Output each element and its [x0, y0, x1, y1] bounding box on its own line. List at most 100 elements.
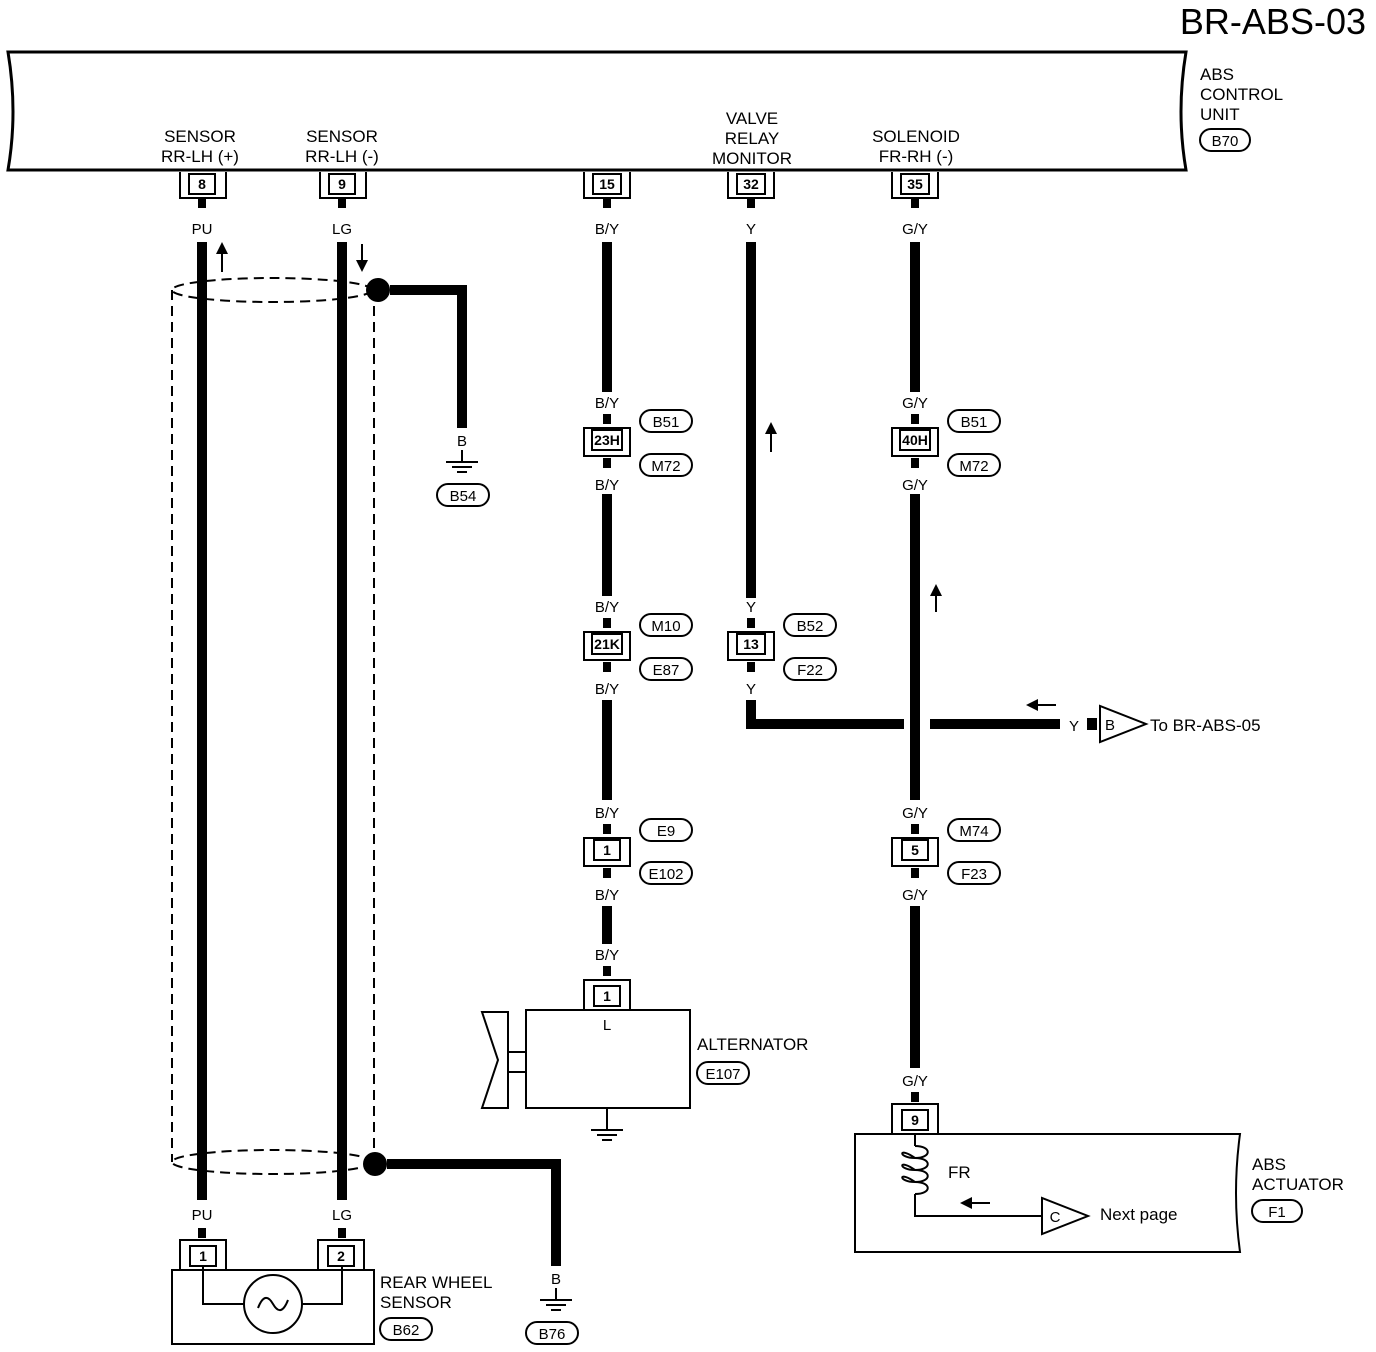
abs-actuator-label-2: ACTUATOR [1252, 1175, 1344, 1194]
shield-ground-bottom: B B76 [363, 1152, 579, 1345]
abs-actuator-label-1: ABS [1252, 1155, 1286, 1174]
abs-control-unit-connector: B70 [1212, 133, 1239, 150]
abs-actuator-connector: F1 [1268, 1204, 1286, 1221]
pin-9-connector: 9 [319, 172, 367, 208]
valve-relay-wire: Y 13 B52 F22 Y Y B To BR-ABS-05 [727, 242, 1261, 744]
wire-by-top: B/Y [595, 221, 619, 238]
junction-23h-conn-top: B51 [653, 414, 680, 431]
sensor-wires [197, 242, 368, 1200]
pin-35-connector: 35 [891, 172, 939, 208]
junction-13-conn-top: B52 [797, 618, 824, 635]
junction-13-wire-below: Y [746, 681, 756, 698]
junction-23h-wire-below: B/Y [595, 477, 619, 494]
junction-e9-pin: 1 [603, 842, 611, 858]
junction-21k-wire-above: B/Y [595, 599, 619, 616]
junction-23h-wire-above: B/Y [595, 395, 619, 412]
shield-ground-top: B B54 [366, 278, 490, 507]
alternator-connector: E107 [705, 1066, 740, 1083]
junction-5-wire-below: G/Y [902, 887, 928, 904]
junction-40h-wire-above: G/Y [902, 395, 928, 412]
ground-b76-connector: B76 [539, 1326, 566, 1343]
abs-control-unit-label-1: ABS [1200, 65, 1234, 84]
to-b-label: To BR-ABS-05 [1150, 716, 1261, 735]
junction-13-pin: 13 [743, 636, 759, 652]
page-title: BR-ABS-03 [1180, 1, 1366, 42]
pin-35-label: 35 [907, 176, 923, 192]
ground-b54-connector: B54 [450, 488, 477, 505]
junction-40h-conn-bottom: M72 [959, 458, 988, 475]
junction-5: G/Y 5 M74 F23 G/Y [891, 805, 1001, 904]
sensor-pin-1-label: 1 [199, 1248, 207, 1264]
pin-32-label: 32 [743, 176, 759, 192]
solenoid-label-2: FR-RH (-) [879, 147, 954, 166]
junction-5-pin: 5 [911, 842, 919, 858]
pin-15-label: 15 [599, 176, 615, 192]
rear-wheel-sensor: 1 2 REAR WHEEL SENSOR B62 [171, 1228, 492, 1345]
junction-23h-pin: 23H [594, 432, 620, 448]
abs-actuator: G/Y 9 FR C Next page ABS ACTUATOR F1 [854, 1073, 1344, 1253]
wire-lg-top: LG [332, 221, 352, 238]
sensor-plus-label-2: RR-LH (+) [161, 147, 239, 166]
junction-5-wire-above: G/Y [902, 805, 928, 822]
sensor-minus-label-1: SENSOR [306, 127, 378, 146]
abs-control-unit: ABS CONTROL UNIT B70 [6, 50, 1283, 172]
junction-13-conn-bottom: F22 [797, 662, 823, 679]
junction-21k-conn-top: M10 [651, 618, 680, 635]
alternator-pin: 1 [603, 988, 611, 1004]
ground-b54-wire: B [457, 433, 467, 450]
alternator: B/Y 1 L ALTERNATOR E107 [480, 947, 808, 1141]
actuator-coil-label: FR [948, 1163, 971, 1182]
junction-21k-wire-below: B/Y [595, 681, 619, 698]
junction-e9-conn-bottom: E102 [648, 866, 683, 883]
solenoid-label-1: SOLENOID [872, 127, 960, 146]
pin-32-connector: 32 [727, 172, 775, 208]
wire-y-top: Y [746, 221, 756, 238]
sensor-plus-label-1: SENSOR [164, 127, 236, 146]
rear-wheel-sensor-label-1: REAR WHEEL [380, 1273, 492, 1292]
valve-relay-label-2: RELAY [725, 129, 780, 148]
junction-40h-wire-below: G/Y [902, 477, 928, 494]
junction-e9-conn-top: E9 [657, 823, 675, 840]
rear-wheel-sensor-label-2: SENSOR [380, 1293, 452, 1312]
junction-21k-pin: 21K [594, 636, 620, 652]
next-page-label: Next page [1100, 1205, 1178, 1224]
junction-23h-conn-bottom: M72 [651, 458, 680, 475]
next-page-connector: C [1050, 1209, 1061, 1226]
sensor-minus-label-2: RR-LH (-) [305, 147, 379, 166]
alternator-terminal: L [603, 1017, 611, 1034]
alternator-label: ALTERNATOR [697, 1035, 808, 1054]
junction-e9: B/Y 1 E9 E102 B/Y [583, 805, 693, 904]
junction-21k-conn-bottom: E87 [653, 662, 680, 679]
junction-23h: B/Y 23H B51 M72 B/Y [583, 395, 693, 494]
to-b-wire: Y [1069, 718, 1079, 735]
abs-control-unit-label-2: CONTROL [1200, 85, 1283, 104]
pin-8-label: 8 [198, 176, 206, 192]
wire-gy-top: G/Y [902, 221, 928, 238]
junction-40h-conn-top: B51 [961, 414, 988, 431]
actuator-pin: 9 [911, 1112, 919, 1128]
rear-wheel-sensor-connector: B62 [393, 1322, 420, 1339]
valve-relay-label-1: VALVE [726, 109, 778, 128]
to-b-connector: B [1105, 717, 1115, 734]
junction-5-conn-bottom: F23 [961, 866, 987, 883]
sensor-pin-2-label: 2 [337, 1248, 345, 1264]
junction-21k: B/Y 21K M10 E87 B/Y [583, 599, 693, 698]
wire-pu-top: PU [192, 221, 213, 238]
wire-pu-bottom: PU [192, 1207, 213, 1224]
pin-15-connector: 15 [583, 172, 631, 208]
junction-40h: G/Y 40H B51 M72 G/Y [891, 395, 1001, 494]
junction-13-wire-above: Y [746, 599, 756, 616]
pin-8-connector: 8 [179, 172, 227, 208]
actuator-wire: G/Y [902, 1073, 928, 1090]
junction-40h-pin: 40H [902, 432, 928, 448]
junction-e9-wire-above: B/Y [595, 805, 619, 822]
junction-5-conn-top: M74 [959, 823, 988, 840]
alternator-wire: B/Y [595, 947, 619, 964]
junction-e9-wire-below: B/Y [595, 887, 619, 904]
pin-9-label: 9 [338, 176, 346, 192]
ground-b76-wire: B [551, 1271, 561, 1288]
valve-relay-label-3: MONITOR [712, 149, 792, 168]
solenoid-wire [910, 242, 942, 1068]
wire-lg-bottom: LG [332, 1207, 352, 1224]
